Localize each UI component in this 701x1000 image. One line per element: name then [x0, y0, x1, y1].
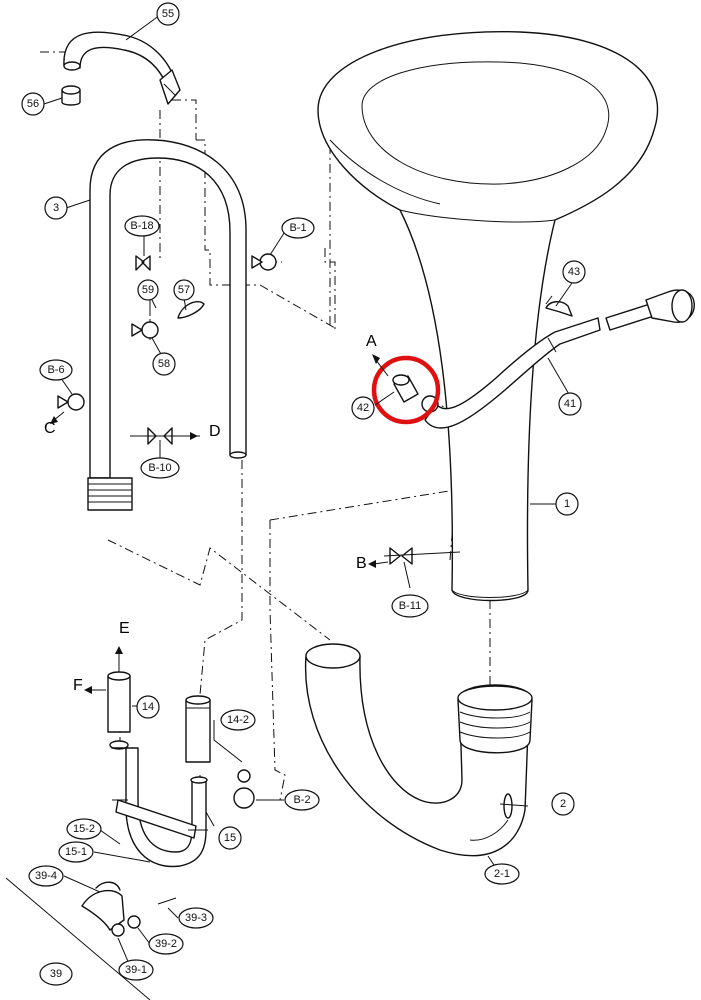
- highlight-circle-42: [371, 355, 441, 425]
- callout-56: 56: [21, 92, 45, 116]
- svg-text:1: 1: [564, 498, 570, 510]
- svg-text:14: 14: [142, 701, 154, 713]
- callout-58: 58: [152, 352, 176, 376]
- svg-text:39-2: 39-2: [155, 938, 177, 950]
- svg-text:14-2: 14-2: [227, 714, 249, 726]
- part-42-ferrule: [392, 374, 439, 413]
- svg-text:42: 42: [357, 402, 369, 414]
- hardware-b2: [233, 769, 255, 809]
- callout-39-4: 39-4: [28, 865, 64, 887]
- svg-text:57: 57: [178, 284, 190, 296]
- callout-3: 3: [44, 196, 68, 220]
- svg-text:B-10: B-10: [148, 462, 171, 474]
- leader-lines: [43, 14, 575, 967]
- svg-text:15-2: 15-2: [73, 823, 95, 835]
- direction-markers: A B C D E F: [44, 333, 389, 694]
- callout-59: 59: [137, 279, 159, 301]
- direction-label-a: A: [366, 333, 377, 350]
- callout-1: 1: [555, 492, 579, 516]
- part-3-u-tube: [87, 139, 247, 511]
- svg-text:15: 15: [224, 832, 236, 844]
- callout-39: 39: [39, 962, 73, 986]
- direction-label-e: E: [119, 620, 130, 637]
- svg-text:58: 58: [158, 358, 170, 370]
- hardware-b11: [383, 547, 461, 565]
- callout-42: 42: [351, 396, 375, 420]
- callout-43: 43: [562, 260, 586, 284]
- direction-label-d: D: [209, 423, 221, 440]
- part-14-tube: [107, 671, 131, 750]
- callout-b18: B-18: [124, 215, 160, 237]
- callouts: 55 56 3 B-18 B-1 59 57 58 B-6 B-10 43 41…: [21, 2, 586, 986]
- svg-text:43: 43: [568, 266, 580, 278]
- part-1-bell: [317, 30, 659, 602]
- callout-39-2: 39-2: [148, 933, 184, 955]
- callout-b2: B-2: [284, 789, 320, 811]
- part-41-leadpipe: [424, 289, 695, 429]
- svg-text:B-1: B-1: [289, 222, 306, 234]
- hardware-59-57-58: [131, 295, 205, 339]
- callout-b1: B-1: [281, 217, 315, 239]
- callout-41: 41: [558, 392, 582, 416]
- callout-2: 2: [551, 792, 575, 816]
- callout-57: 57: [173, 279, 195, 301]
- svg-text:3: 3: [53, 202, 59, 214]
- svg-text:39-1: 39-1: [125, 964, 147, 976]
- callout-15-2: 15-2: [66, 818, 102, 840]
- part-39-lever: [5, 877, 177, 1000]
- svg-text:B-11: B-11: [399, 600, 421, 612]
- callout-39-3: 39-3: [178, 907, 214, 929]
- svg-text:39-4: 39-4: [35, 870, 57, 882]
- svg-text:56: 56: [27, 98, 39, 110]
- hardware-b10: [130, 427, 200, 445]
- callout-b11: B-11: [391, 594, 429, 618]
- svg-text:41: 41: [564, 398, 576, 410]
- svg-text:55: 55: [162, 8, 174, 20]
- callout-2-1: 2-1: [484, 863, 520, 885]
- part-14-2-tube: [185, 695, 211, 763]
- part-15-slide: [111, 747, 208, 868]
- svg-text:B-2: B-2: [293, 794, 310, 806]
- callout-55: 55: [156, 2, 180, 26]
- callout-14-2: 14-2: [220, 709, 256, 731]
- svg-text:B-18: B-18: [130, 220, 153, 232]
- hardware-b1: [251, 253, 277, 271]
- svg-text:2: 2: [560, 798, 566, 810]
- callout-b10: B-10: [140, 457, 180, 479]
- direction-label-b: B: [356, 555, 367, 572]
- part-56-cap: [61, 85, 81, 106]
- callout-b6: B-6: [39, 359, 73, 381]
- svg-text:39: 39: [50, 968, 62, 980]
- hardware-b18: [135, 255, 151, 271]
- callout-15: 15: [218, 826, 242, 850]
- direction-label-c: C: [44, 420, 56, 437]
- callout-39-1: 39-1: [118, 959, 154, 981]
- svg-text:39-3: 39-3: [185, 912, 207, 924]
- callout-15-1: 15-1: [58, 841, 94, 863]
- svg-text:59: 59: [142, 284, 154, 296]
- part-55-crook: [63, 31, 181, 105]
- callout-14: 14: [136, 695, 160, 719]
- svg-text:15-1: 15-1: [65, 846, 87, 858]
- svg-text:2-1: 2-1: [494, 868, 510, 880]
- hardware-b6: [57, 393, 85, 411]
- part-43-clip: [545, 295, 573, 317]
- direction-label-f: F: [73, 677, 83, 694]
- part-2-bow: [304, 643, 533, 857]
- svg-text:B-6: B-6: [47, 364, 64, 376]
